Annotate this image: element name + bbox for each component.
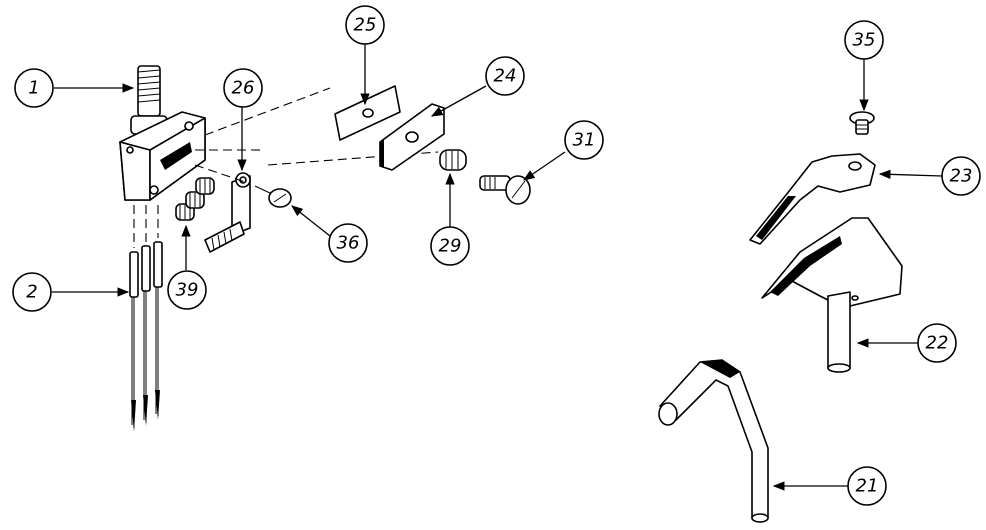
tension-nut-part xyxy=(439,149,467,171)
callout-25: 25 xyxy=(345,5,385,45)
callout-24-label: 24 xyxy=(494,66,517,87)
callout-2-label: 2 xyxy=(26,282,37,303)
set-screws-part xyxy=(175,177,215,221)
callout-36: 36 xyxy=(328,223,368,263)
callout-31: 31 xyxy=(564,120,604,160)
needle-clamp-part xyxy=(119,65,206,201)
leader-23 xyxy=(878,169,943,180)
callout-35: 35 xyxy=(844,20,884,60)
looper-guard-part xyxy=(749,153,876,245)
hook-part xyxy=(658,359,769,523)
plate-part xyxy=(334,85,401,141)
callout-23: 23 xyxy=(941,156,981,196)
callout-21: 21 xyxy=(847,466,887,506)
callout-26-label: 26 xyxy=(232,78,255,99)
callout-1: 1 xyxy=(14,68,54,108)
callout-2: 2 xyxy=(12,272,52,312)
small-screw-part xyxy=(254,185,292,208)
callout-29-label: 29 xyxy=(439,236,462,257)
leader-24 xyxy=(430,85,487,117)
callout-31-label: 31 xyxy=(573,130,596,151)
callout-39-label: 39 xyxy=(176,280,199,301)
callout-22-label: 22 xyxy=(926,333,949,354)
stud-screw-part xyxy=(479,175,531,205)
callout-35-label: 35 xyxy=(853,30,876,51)
callout-39: 39 xyxy=(167,270,207,310)
callout-29: 29 xyxy=(430,226,470,266)
guide-plate-part xyxy=(379,103,445,171)
leader-36 xyxy=(291,205,331,237)
callout-24: 24 xyxy=(485,56,525,96)
callout-22: 22 xyxy=(917,323,957,363)
screw-35-part xyxy=(849,111,875,135)
callout-1-label: 1 xyxy=(28,78,39,99)
looper-part xyxy=(761,217,903,373)
leader-31 xyxy=(523,151,566,181)
callout-21-label: 21 xyxy=(856,476,879,497)
callout-23-label: 23 xyxy=(950,166,973,187)
callout-26: 26 xyxy=(223,68,263,108)
callout-25-label: 25 xyxy=(354,15,377,36)
needles-part xyxy=(129,205,163,432)
thread-guide-part xyxy=(204,172,251,253)
callout-36-label: 36 xyxy=(337,233,360,254)
